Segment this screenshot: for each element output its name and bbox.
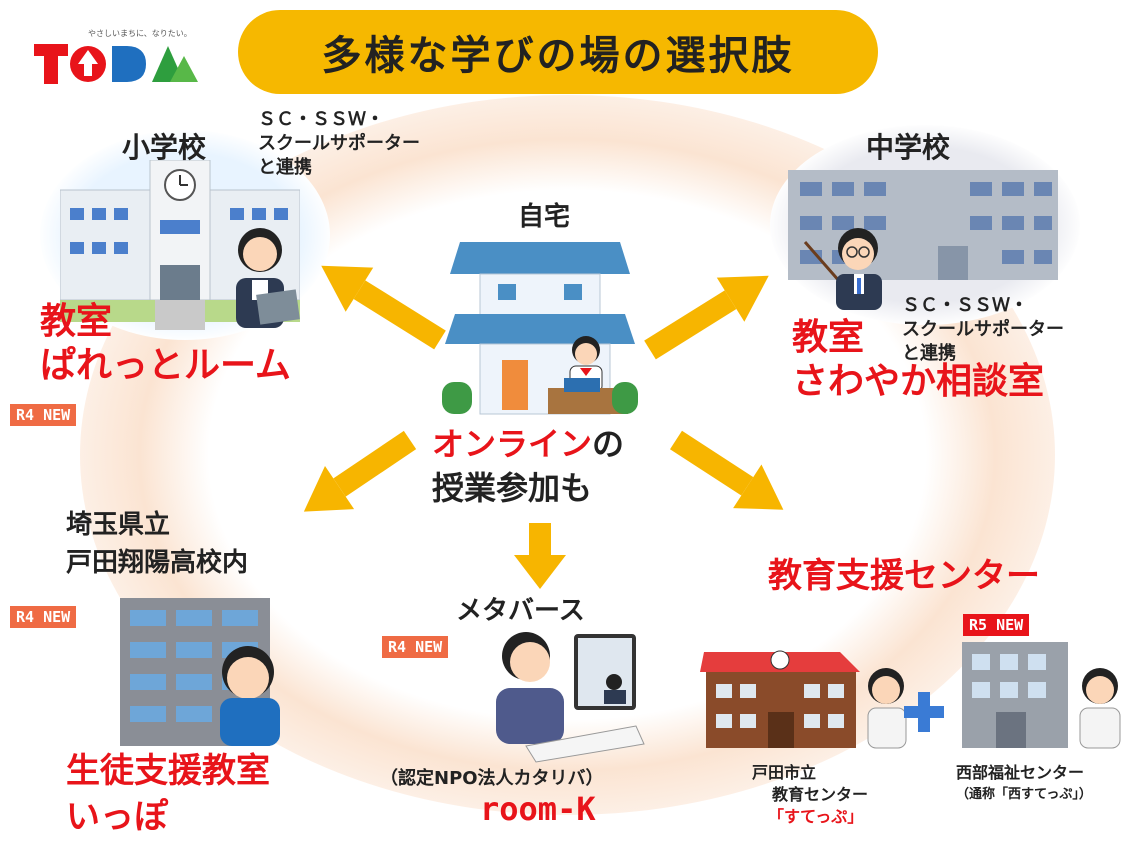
elementary-note-line: ＳＣ・ＳＳＷ・ [258,109,384,130]
junior-high-illustration [788,170,1058,280]
online-line2-text: 授業参加も [432,469,593,507]
center-left-line1: 戸田市立 [752,763,817,782]
elementary-note: ＳＣ・ＳＳＷ・ スクールサポーター と連携 [258,108,420,180]
toda-logo: やさしいまちに、なりたい。 [30,28,200,90]
metaverse-name: room-K [480,790,596,828]
arrow-to-elementary [321,265,446,350]
elementary-room-line1: 教室 [40,301,113,342]
junior-high-room: 教室 さわやか相談室 [792,316,1044,404]
center-left-label: 戸田市立 教育センター 「すてっぷ」 [752,762,868,828]
arrow-to-high-school [303,430,417,512]
elementary-room-line2: ぱれっとルーム [40,345,291,386]
high-school-label-line2: 戸田翔陽高校内 [66,548,249,578]
metaverse-new-badge: R4 NEW [382,636,449,658]
center-title: 教育支援センター [768,556,1040,596]
home-label: 自宅 [518,202,571,232]
center-left-line2: 教育センター [772,785,869,804]
online-rest-text: の [592,425,625,463]
arrow-to-center [670,430,784,510]
home-illustration [442,242,638,415]
elementary-label: 小学校 [122,131,207,164]
junior-high-note-line: スクールサポーター [902,319,1064,340]
high-school-label-line1: 埼玉県立 [66,510,171,540]
center-right-line1: 西部福祉センター [956,763,1085,782]
logo-tagline: やさしいまちに、なりたい。 [88,29,192,38]
page-title: 多様な学びの場の選択肢 [321,33,795,79]
elementary-note-line: スクールサポーター [258,133,420,154]
center-right-line2: （通称「西すてっぷ」） [956,787,1092,802]
high-school-illustration [120,598,280,746]
junior-high-label: 中学校 [866,131,951,164]
metaverse-org: （認定NPO法人カタリバ） [380,768,604,789]
junior-high-note-line: ＳＣ・ＳＳＷ・ [902,295,1028,316]
center-right-label: 西部福祉センター （通称「西すてっぷ」） [956,762,1092,806]
junior-high-teacher-illustration [803,228,882,310]
high-school-room: 生徒支援教室 いっぽ [66,748,270,840]
high-school-new-badge: R4 NEW [10,606,77,628]
center-left-line3: 「すてっぷ」 [768,807,864,826]
elementary-new-badge: R4 NEW [10,404,77,426]
junior-high-note-line: と連携 [902,343,956,364]
center-new-badge: R5 NEW [963,614,1030,636]
junior-high-room-line1: 教室 [792,317,865,358]
metaverse-label: メタバース [456,596,585,626]
elementary-room: 教室 ぱれっとルーム [40,300,291,388]
elementary-teacher-illustration [236,228,300,328]
high-school-room-line2: いっぽ [66,797,168,837]
elementary-note-line: と連携 [258,157,312,178]
metaverse-illustration [496,632,645,763]
junior-high-room-line2: さわやか相談室 [792,361,1045,402]
online-red-text: オンライン [432,425,593,463]
center-illustrations [700,642,1121,749]
high-school-room-line1: 生徒支援教室 [66,751,270,791]
arrow-to-junior-high [644,275,769,360]
home-online-text: オンラインの 授業参加も [432,422,624,510]
high-school-label: 埼玉県立 戸田翔陽高校内 [66,506,248,582]
title-banner: 多様な学びの場の選択肢 [238,10,878,94]
junior-high-note: ＳＣ・ＳＳＷ・ スクールサポーター と連携 [902,294,1064,366]
arrow-to-metaverse [514,523,566,589]
